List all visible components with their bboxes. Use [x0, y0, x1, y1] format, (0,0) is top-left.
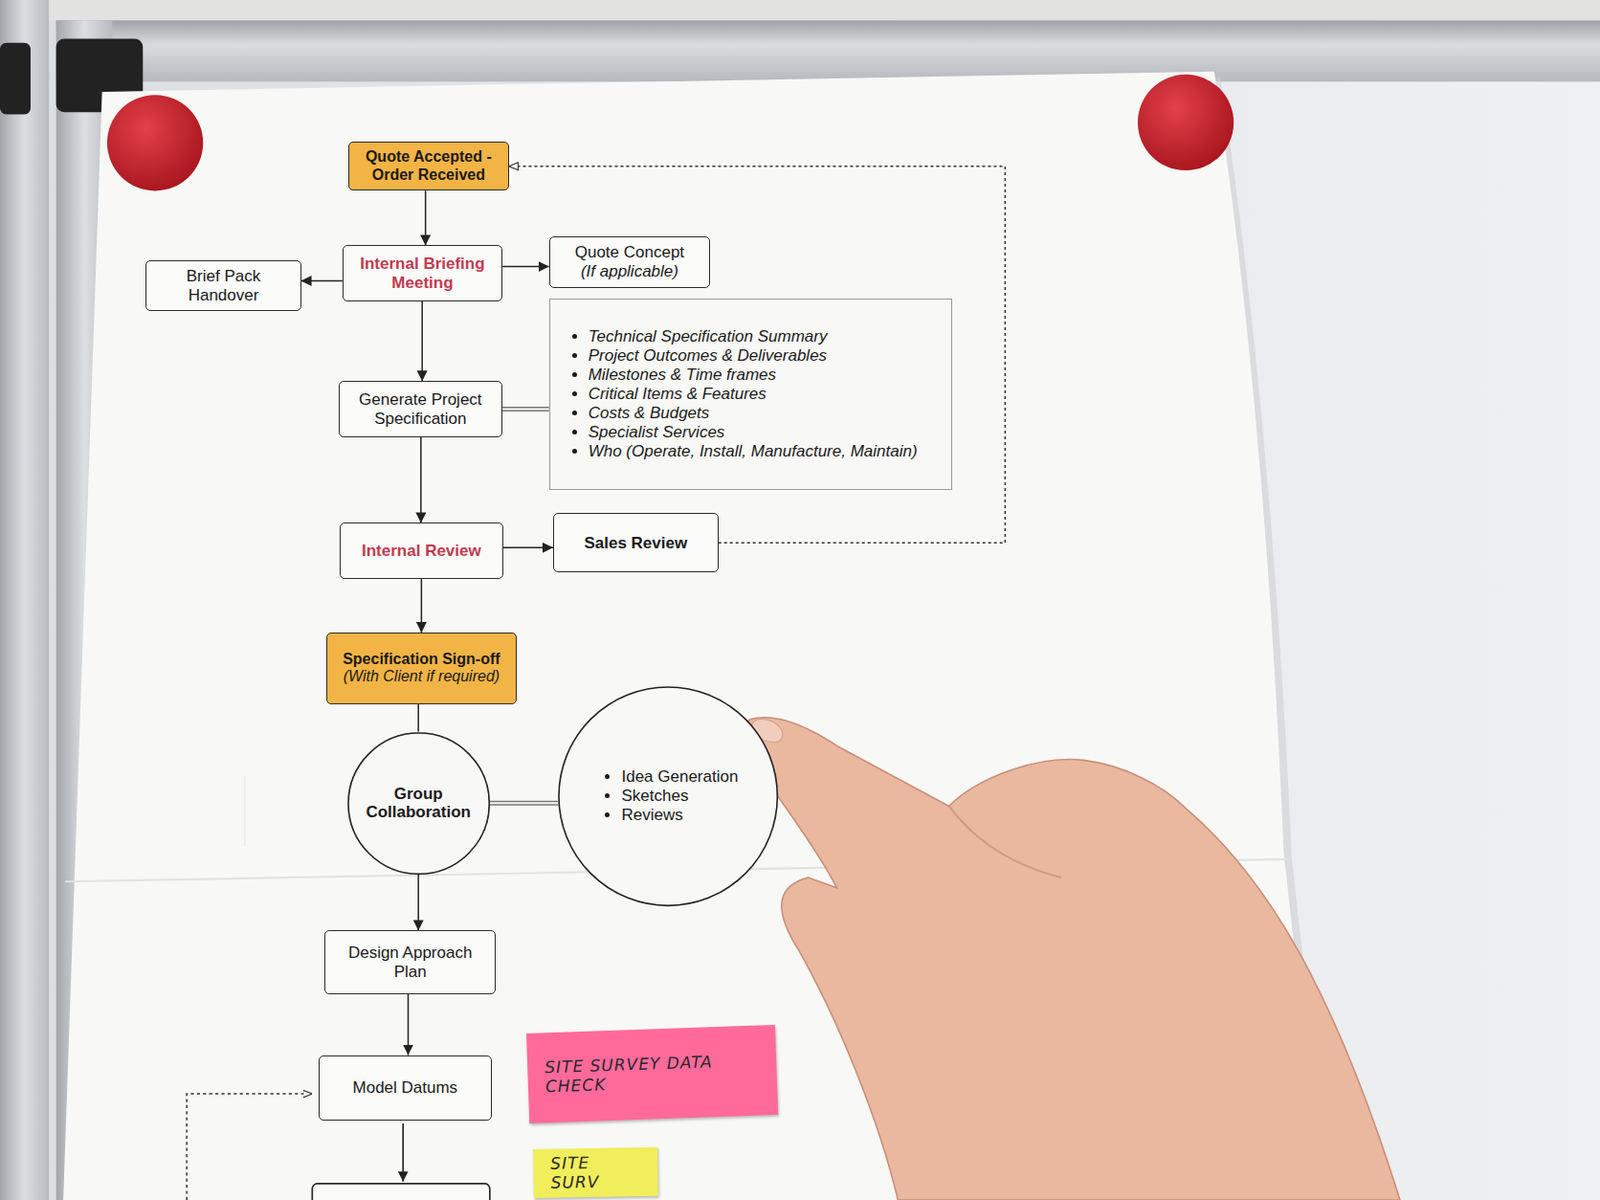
wall: [0, 0, 1600, 21]
list-item: Idea Generation: [621, 767, 738, 787]
double-line-gap: [502, 408, 550, 411]
list-item: Costs & Budgets: [588, 403, 918, 423]
process-box: Brief Pack Handover: [145, 260, 301, 312]
list-item: Project Outcomes & Deliverables: [588, 346, 918, 366]
list-item: Critical Items & Features: [588, 384, 918, 404]
arrow-connector: [417, 704, 420, 733]
list-item: Milestones & Time frames: [588, 365, 918, 385]
node-text: Internal Briefing Meeting: [351, 254, 494, 292]
dotted-connector: [509, 166, 1006, 543]
node-text: (If applicable): [580, 262, 679, 282]
hand-crease: [949, 805, 1062, 878]
sticky-note: SITE SURV: [533, 1146, 659, 1198]
arrow-connector: [420, 437, 423, 524]
board-frame-top: [56, 20, 1600, 82]
bullet-list: Technical Specification SummaryProject O…: [565, 327, 918, 462]
node-text: SITE SURVEY DATA CHECK: [544, 1051, 760, 1097]
magnet: [1137, 74, 1234, 171]
flow-arrow: [401, 1123, 404, 1182]
circle-node: Idea GenerationSketchesReviews: [557, 686, 778, 907]
arrow-connector: [407, 994, 410, 1056]
sticky-note: SITE SURVEY DATA CHECK: [526, 1024, 778, 1124]
neighbour-board-frame: [0, 0, 49, 1200]
bullet-list-box: Technical Specification SummaryProject O…: [549, 298, 953, 489]
node-text: Quote Concept: [575, 243, 685, 263]
list-item: Sketches: [621, 786, 738, 806]
node-text: Group Collaboration: [360, 784, 476, 823]
circle-node: Group Collaboration: [347, 732, 490, 875]
double-line-connector: [502, 406, 550, 412]
review-box: Internal Review: [339, 522, 504, 579]
double-line-gap: [489, 801, 558, 804]
node-text: Design Approach Plan: [333, 943, 488, 981]
node-text: Sales Review: [583, 533, 688, 554]
list-item: Specialist Services: [588, 422, 918, 443]
circle-text: Group Collaboration: [360, 784, 476, 823]
start-box: Quote Accepted - Order Received: [348, 141, 509, 191]
node-text: Specification Sign-off: [342, 650, 500, 668]
frame-corner: [0, 43, 31, 115]
connectors: [301, 166, 1006, 1056]
magnet: [107, 94, 203, 191]
list-item: Technical Specification Summary: [588, 327, 918, 347]
node-text: Brief Pack Handover: [154, 266, 292, 305]
double-line-connector: [489, 800, 558, 806]
pointing-hand: [744, 717, 1400, 1200]
node-text: (With Client if required): [343, 667, 500, 686]
meeting-box: Internal Briefing Meeting: [342, 244, 503, 302]
arrow-connector: [424, 190, 427, 245]
arrow-connector: [421, 301, 423, 381]
dotted-return-line: [186, 1093, 312, 1200]
process-box: Generate Project Specification: [338, 380, 503, 438]
node-text: Generate Project Specification: [347, 390, 494, 428]
process-box: Design Approach Plan: [324, 930, 496, 994]
arrow-connector: [301, 280, 343, 283]
node-text: Quote Accepted - Order Received: [356, 148, 500, 184]
milestone-box: Specification Sign-off(With Client if re…: [326, 632, 516, 705]
circle-outline: [348, 733, 489, 874]
arrow-connector: [503, 547, 554, 550]
process-box: Quote Concept(If applicable): [549, 236, 711, 288]
paper-mark: [244, 775, 245, 847]
list-item: Reviews: [621, 805, 738, 825]
list-item: Who (Operate, Install, Manufacture, Main…: [588, 442, 918, 462]
node-text: Model Datums: [353, 1078, 459, 1098]
node-text: SITE SURV: [550, 1153, 642, 1193]
process-box: Sales Review: [553, 512, 719, 573]
bullet-list: Idea GenerationSketchesReviews: [598, 767, 738, 825]
cut-off-box: [311, 1183, 490, 1200]
process-box: Model Datums: [318, 1055, 492, 1121]
node-text: Internal Review: [361, 541, 482, 561]
circle-outline: [558, 687, 778, 906]
arrow-connector: [502, 266, 550, 268]
arrow-connector: [417, 874, 420, 932]
arrow-connector: [421, 578, 423, 633]
